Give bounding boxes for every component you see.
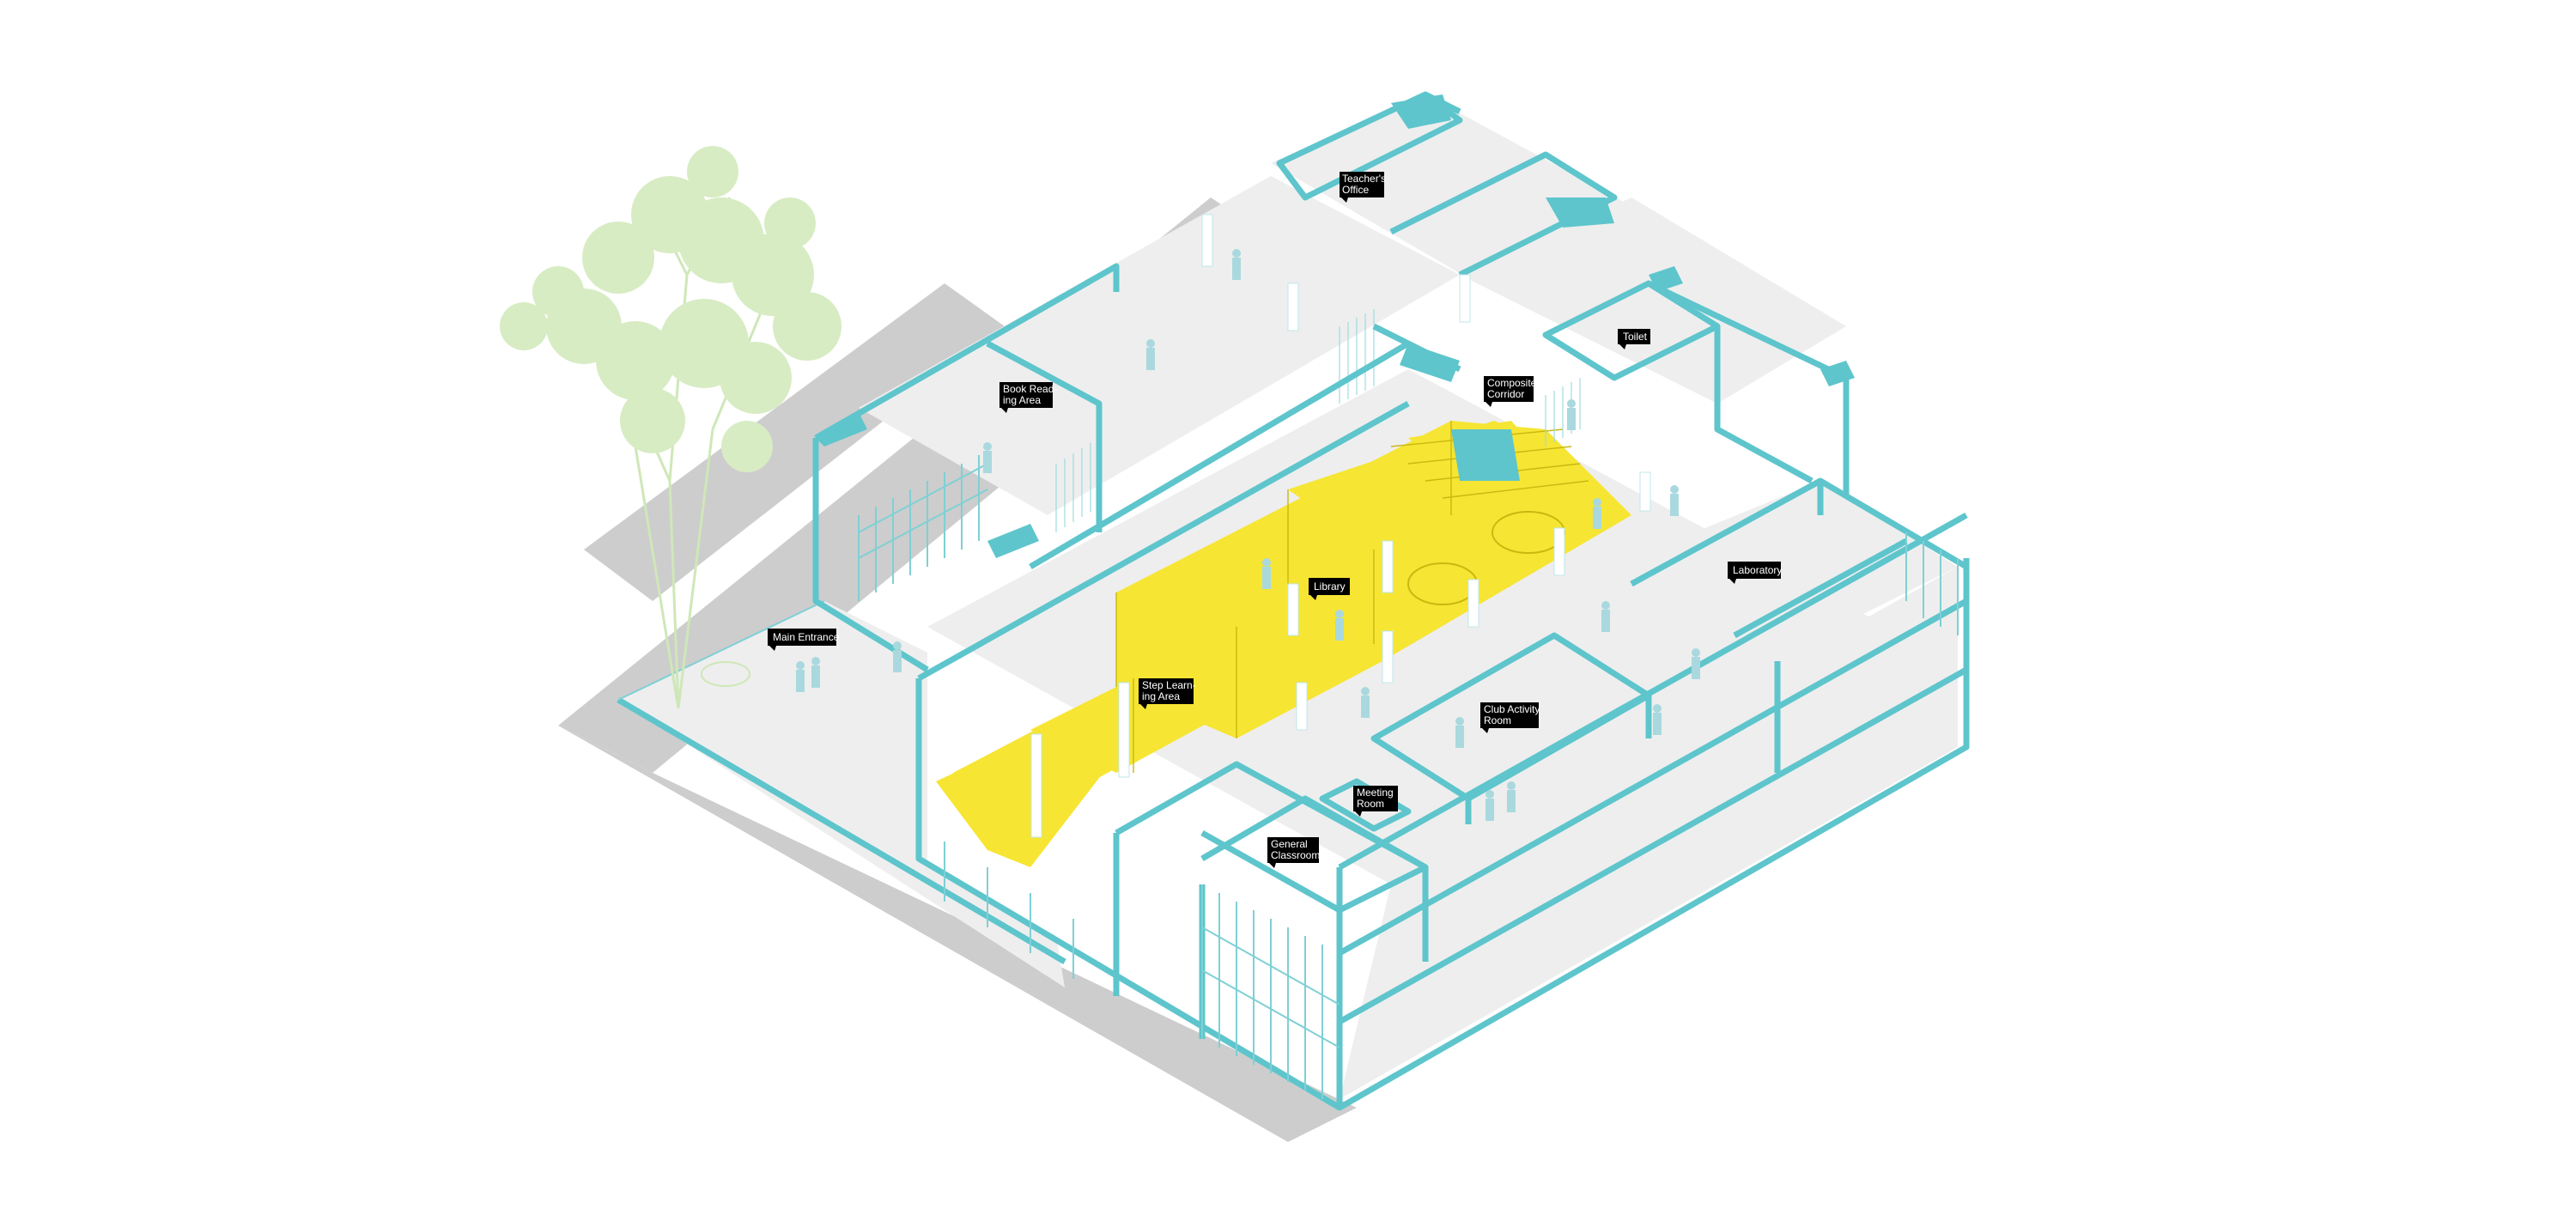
label-step-learning-line1: Step Learn- xyxy=(1142,679,1196,691)
facade-grids xyxy=(858,455,1959,1099)
label-book-reading-line1: Book Read- xyxy=(1003,383,1057,395)
label-composite-corridor-line2: Corridor xyxy=(1487,388,1524,400)
tree xyxy=(500,146,841,709)
structure-walls xyxy=(812,91,1970,1111)
label-general-classroom: General Classroom xyxy=(1267,837,1320,868)
label-main-entrance: Main Entrance xyxy=(768,629,840,651)
label-club-activity-line1: Club Activity xyxy=(1484,703,1540,715)
label-laboratory: Laboratory xyxy=(1728,562,1782,584)
label-library: Library xyxy=(1309,578,1350,600)
label-teachers-office: Teacher's Office xyxy=(1340,172,1386,203)
label-meeting-room-line1: Meeting xyxy=(1357,787,1394,799)
label-book-reading-area: Book Read- ing Area xyxy=(999,382,1057,413)
bookshelves xyxy=(1055,309,1581,532)
label-general-classroom-line1: General xyxy=(1271,838,1308,850)
label-composite-corridor-line1: Composite xyxy=(1487,377,1537,389)
label-meeting-room: Meeting Room xyxy=(1353,786,1398,817)
label-laboratory-line1: Laboratory xyxy=(1733,564,1782,576)
label-library-line1: Library xyxy=(1314,580,1346,592)
label-toilet-line1: Toilet xyxy=(1623,331,1648,343)
pillars xyxy=(1030,214,1651,838)
label-teachers-office-line1: Teacher's xyxy=(1342,173,1386,185)
label-club-activity-line2: Room xyxy=(1484,714,1511,726)
label-main-entrance-line1: Main Entrance xyxy=(773,631,840,643)
label-meeting-room-line2: Room xyxy=(1357,798,1384,810)
label-club-activity-room: Club Activity Room xyxy=(1480,702,1540,733)
label-teachers-office-line2: Office xyxy=(1342,184,1369,196)
label-step-learning-line2: ing Area xyxy=(1142,690,1180,702)
entrance-plaza xyxy=(617,600,1066,987)
label-toilet: Toilet xyxy=(1618,329,1650,349)
label-book-reading-line2: ing Area xyxy=(1003,394,1041,406)
label-step-learning-area: Step Learn- ing Area xyxy=(1139,678,1196,709)
people xyxy=(796,249,1700,821)
label-composite-corridor: Composite Corridor xyxy=(1484,376,1537,407)
label-general-classroom-line2: Classroom xyxy=(1271,849,1320,861)
